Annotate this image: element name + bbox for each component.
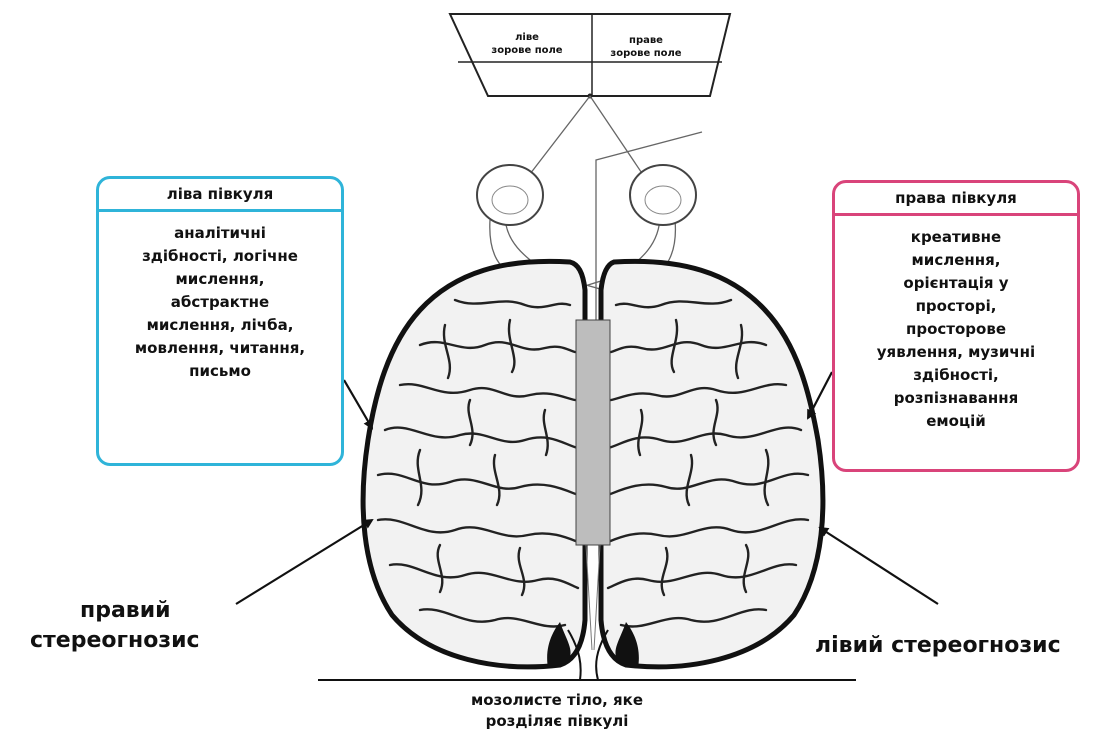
right-stereognosis-line-2: стереогнозис <box>30 626 230 656</box>
arrow-left-box <box>344 380 372 428</box>
left-function-line: абстрактне <box>109 291 331 314</box>
right-visual-field-label: праве зорове поле <box>598 34 694 60</box>
right-stereognosis-label: правий стереогнозис <box>30 596 230 656</box>
right-hemisphere-title: права півкуля <box>835 183 1077 216</box>
left-hemisphere-functions: аналітичні здібності, логічне мислення, … <box>99 212 341 393</box>
corpus-callosum-label: мозолисте тіло, яке розділяє півкулі <box>432 690 682 732</box>
corpus-callosum-pointer <box>318 630 856 680</box>
left-stereognosis-label: лівий стереогнозис <box>815 631 1095 661</box>
right-function-line: розпізнавання <box>845 387 1067 410</box>
corpus-callosum-line-2: розділяє півкулі <box>432 711 682 732</box>
right-visual-field-line-2: зорове поле <box>610 48 681 59</box>
left-function-line: мислення, <box>109 268 331 291</box>
left-hemisphere-box: ліва півкуля аналітичні здібності, логіч… <box>96 176 344 466</box>
right-function-line: емоцій <box>845 410 1067 433</box>
left-eye <box>477 165 543 225</box>
right-function-line: орієнтація у <box>845 272 1067 295</box>
left-function-line: мовлення, читання, <box>109 337 331 360</box>
right-hemisphere-box: права півкуля креативне мислення, орієнт… <box>832 180 1080 472</box>
right-function-line: мислення, <box>845 249 1067 272</box>
arrow-right-stereognosis <box>236 520 372 604</box>
left-visual-field-label: ліве зорове поле <box>472 31 582 57</box>
right-function-line: здібності, <box>845 364 1067 387</box>
left-function-line: письмо <box>109 360 331 383</box>
left-visual-field-line-2: зорове поле <box>491 45 562 56</box>
left-hemisphere-title: ліва півкуля <box>99 179 341 212</box>
right-function-line: просторі, <box>845 295 1067 318</box>
corpus-callosum-line-1: мозолисте тіло, яке <box>432 690 682 711</box>
right-hemisphere-functions: креативне мислення, орієнтація у простор… <box>835 216 1077 443</box>
brain-right-hemisphere <box>601 261 823 668</box>
right-function-line: креативне <box>845 226 1067 249</box>
left-function-line: аналітичні <box>109 222 331 245</box>
right-function-line: просторове <box>845 318 1067 341</box>
brain-left-hemisphere <box>363 261 585 668</box>
left-function-line: здібності, логічне <box>109 245 331 268</box>
right-function-line: уявлення, музичні <box>845 341 1067 364</box>
left-function-line: мислення, лічба, <box>109 314 331 337</box>
right-eye <box>630 165 696 225</box>
arrow-left-stereognosis <box>820 528 938 604</box>
arrow-right-box <box>808 372 832 418</box>
right-stereognosis-line-1: правий <box>30 596 230 626</box>
right-visual-field-line-1: праве <box>629 35 663 46</box>
left-visual-field-line-1: ліве <box>515 32 539 43</box>
